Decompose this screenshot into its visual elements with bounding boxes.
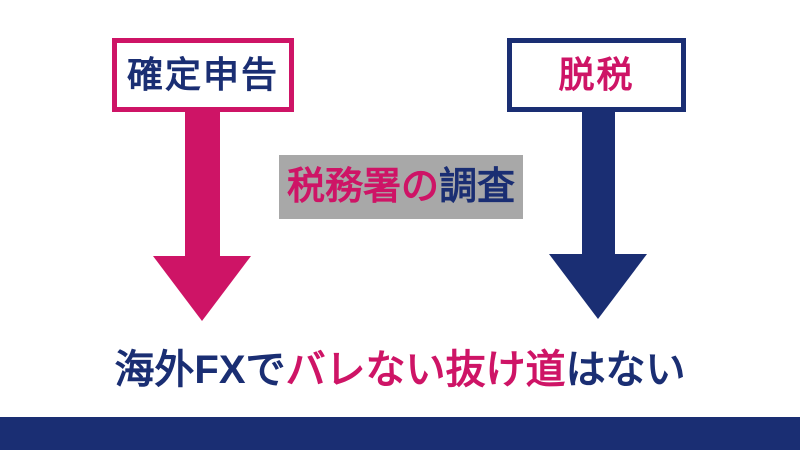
footer-bar	[0, 417, 800, 450]
tax-evasion-label: 脱税	[558, 54, 635, 95]
conclusion-text: 海外FXでバレない抜け道はない	[0, 348, 800, 392]
tax-return-label: 確定申告	[126, 54, 279, 95]
tax-office-investigation-navy-text: 調査	[439, 166, 516, 208]
left-down-arrow-head	[153, 256, 251, 321]
tax-office-investigation-label: 税務署の調査	[279, 155, 523, 219]
conclusion-navy-part2: はない	[565, 348, 686, 392]
right-down-arrow-shaft	[582, 110, 615, 257]
tax-return-box: 確定申告	[112, 38, 294, 112]
tax-office-investigation-pink-text: 税務署の	[286, 166, 439, 208]
tax-evasion-box: 脱税	[507, 38, 686, 112]
conclusion-navy-part1: 海外FXで	[114, 348, 286, 392]
right-down-arrow-head	[549, 254, 647, 319]
left-down-arrow-shaft	[185, 110, 220, 258]
conclusion-pink-part: バレない抜け道	[285, 348, 566, 392]
